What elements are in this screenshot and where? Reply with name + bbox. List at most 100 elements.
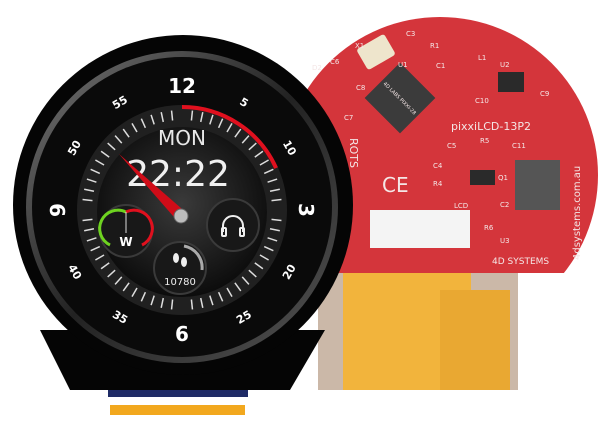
crystal-x1 (357, 34, 395, 70)
minute-tick (209, 295, 214, 306)
dial-number: 3 (294, 203, 318, 217)
minute-tick (271, 218, 282, 222)
chip-u3 (515, 160, 560, 210)
minute-tick (107, 269, 116, 278)
transistor-q1 (470, 170, 495, 185)
ref-c7: C7 (344, 114, 353, 122)
minute-tick (86, 237, 97, 242)
chip-u2 (498, 72, 524, 92)
minute-tick (267, 178, 278, 183)
ref-c5: C5 (447, 142, 456, 150)
steps-count: 10780 (164, 277, 196, 288)
red-progress-arc (181, 105, 278, 169)
ref-x1: X1 (355, 42, 364, 50)
minute-tick (199, 112, 204, 123)
ref-c6: C6 (330, 58, 340, 66)
minute-tick (150, 114, 155, 125)
ref-r4: R4 (433, 180, 443, 188)
headphones-complication[interactable] (206, 198, 260, 252)
minute-tick (122, 128, 130, 138)
minute-tick (209, 114, 214, 125)
steps-complication[interactable]: 10780 (153, 241, 207, 295)
model-label: pixxiLCD-13P2 (451, 120, 531, 133)
ref-r1: R1 (430, 42, 439, 50)
minute-tick (170, 299, 174, 310)
minute-tick (95, 254, 105, 261)
ref-c4: C4 (433, 162, 443, 170)
minute-tick (254, 262, 264, 270)
minute-tick (160, 297, 165, 308)
headphones-icon (221, 215, 245, 237)
minute-tick (160, 112, 165, 123)
gauge-letter: W (119, 235, 132, 249)
minute-tick (263, 245, 274, 252)
minute-tick (114, 135, 123, 144)
day-label: MON (158, 126, 206, 150)
minute-tick (131, 123, 138, 133)
ref-r6: R6 (484, 224, 494, 232)
hour-hand (118, 153, 186, 221)
minute-tick (114, 276, 123, 285)
minute-tick (82, 218, 93, 222)
time-label: 22:22 (126, 154, 230, 195)
dial-number: 12 (168, 74, 196, 98)
minute-tick (226, 123, 233, 133)
minute-tick (254, 150, 264, 158)
minute-tick (90, 245, 101, 252)
lcd-connector (370, 210, 470, 248)
minute-tick (217, 118, 224, 129)
minute-tick (241, 276, 250, 285)
ref-c10: C10 (475, 97, 489, 105)
flex-cable-fold (440, 290, 510, 390)
minute-tick (100, 150, 110, 158)
ref-u2: U2 (500, 61, 510, 69)
minute-tick (241, 135, 250, 144)
minute-tick (259, 159, 269, 166)
headphones-bg (206, 198, 260, 252)
minute-tick (140, 118, 147, 129)
minute-tick (131, 287, 138, 297)
minute-tick (107, 142, 116, 151)
dial-number: 9 (46, 203, 70, 217)
minute-tick (84, 227, 95, 232)
ref-u3: U3 (500, 237, 510, 245)
hand-pivot (173, 208, 189, 224)
ce-mark: CE (382, 173, 409, 197)
minute-tick (95, 159, 105, 166)
ref-c9: C9 (540, 90, 549, 98)
steps-progress-arc (183, 244, 204, 271)
ref-c8: C8 (356, 84, 365, 92)
display-flex-strip (110, 405, 245, 415)
rotate-label: ROTS (347, 138, 360, 168)
minute-tick (248, 142, 257, 151)
minute-tick (248, 269, 257, 278)
minute-ticks (82, 110, 282, 310)
ref-d2: D2 (312, 64, 322, 72)
ref-c11: C11 (512, 142, 526, 150)
ref-c3: C3 (406, 30, 415, 38)
gauge-green-arc (98, 208, 127, 247)
minute-tick (82, 198, 93, 202)
minute-tick (263, 168, 274, 175)
minute-tick (84, 188, 95, 193)
brand-label: 4D SYSTEMS (492, 257, 549, 267)
minute-tick (199, 297, 204, 308)
minute-tick (122, 282, 130, 292)
minute-tick (269, 188, 280, 193)
minute-tick (271, 198, 282, 202)
minute-tick (90, 168, 101, 175)
minute-tick (234, 128, 242, 138)
ref-u1: U1 (398, 61, 408, 69)
minute-tick (140, 291, 147, 302)
footsteps-icon (173, 253, 187, 267)
ref-r5: R5 (480, 137, 489, 145)
ref-c1: C1 (436, 62, 445, 70)
minute-tick (190, 299, 194, 310)
gauge-red-arc (125, 208, 154, 247)
minute-tick (226, 287, 233, 297)
gauge-complication[interactable]: W (98, 204, 154, 258)
ref-c2: C2 (500, 201, 509, 209)
minute-tick (170, 110, 174, 121)
